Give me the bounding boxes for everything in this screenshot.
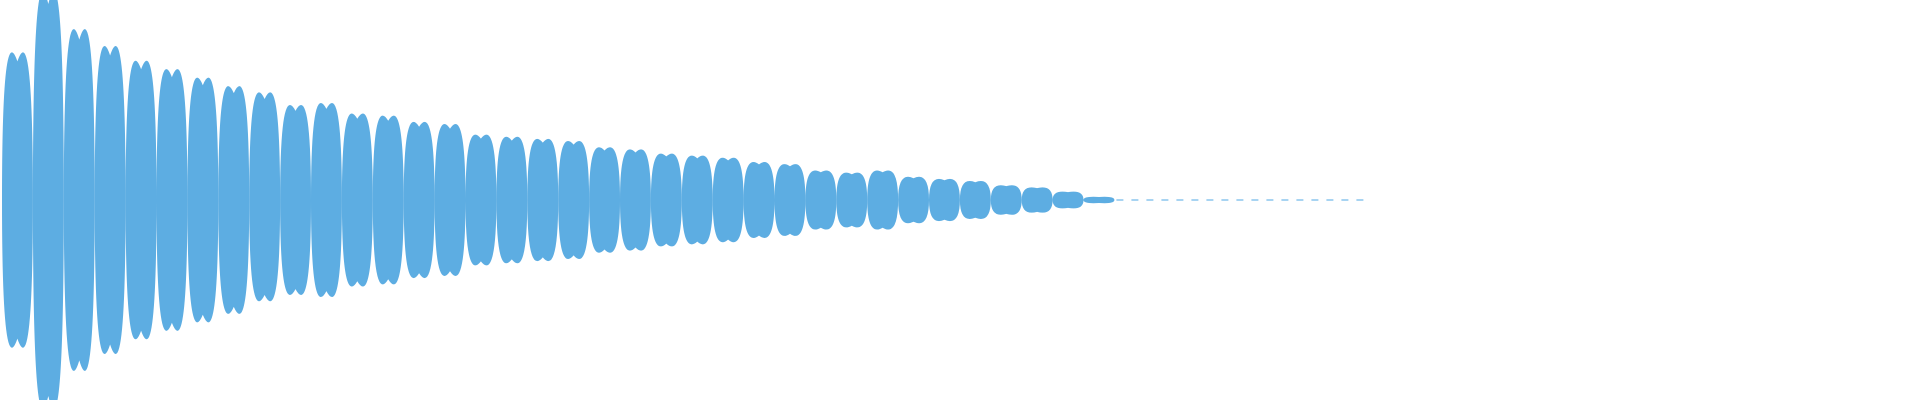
waveform-lobe	[1052, 191, 1084, 209]
waveform-lobe	[589, 147, 620, 253]
waveform-lobe	[94, 46, 126, 354]
waveform-lobe	[650, 153, 682, 247]
waveform-lobe	[372, 115, 404, 285]
waveform-lobe	[32, 0, 64, 400]
waveform-lobe	[218, 86, 250, 314]
waveform-lobe	[990, 185, 1022, 215]
waveform-lobe	[1083, 196, 1115, 204]
waveform-lobe	[156, 69, 188, 331]
waveform-lobe	[249, 92, 281, 302]
waveform-lobe	[63, 29, 95, 371]
waveform-lobe	[774, 164, 806, 236]
waveform-lobe	[681, 155, 713, 245]
waveform-lobe	[867, 170, 899, 230]
waveform-lobe	[558, 140, 590, 260]
waveform-lobe	[2, 52, 33, 348]
waveform-lobe	[743, 162, 775, 238]
waveform-lobe	[959, 181, 991, 219]
waveform-lobes	[2, 0, 1115, 400]
waveform-lobe	[620, 149, 651, 251]
waveform-lobe	[527, 138, 559, 262]
waveform-lobe	[403, 121, 435, 279]
waveform-lobe	[311, 102, 342, 298]
waveform-lobe	[712, 157, 744, 243]
waveform-lobe	[805, 170, 837, 230]
waveform-lobe	[836, 172, 868, 228]
waveform-lobe	[898, 176, 929, 224]
waveform-lobe	[1021, 187, 1053, 213]
waveform-lobe	[496, 136, 528, 264]
waveform-lobe	[465, 134, 497, 266]
waveform-lobe	[341, 113, 373, 287]
waveform-lobe	[125, 60, 157, 340]
waveform-lobe	[280, 105, 311, 295]
waveform-lobe	[434, 124, 466, 276]
waveform-lobe	[187, 77, 219, 323]
waveform-lobe	[929, 178, 960, 222]
